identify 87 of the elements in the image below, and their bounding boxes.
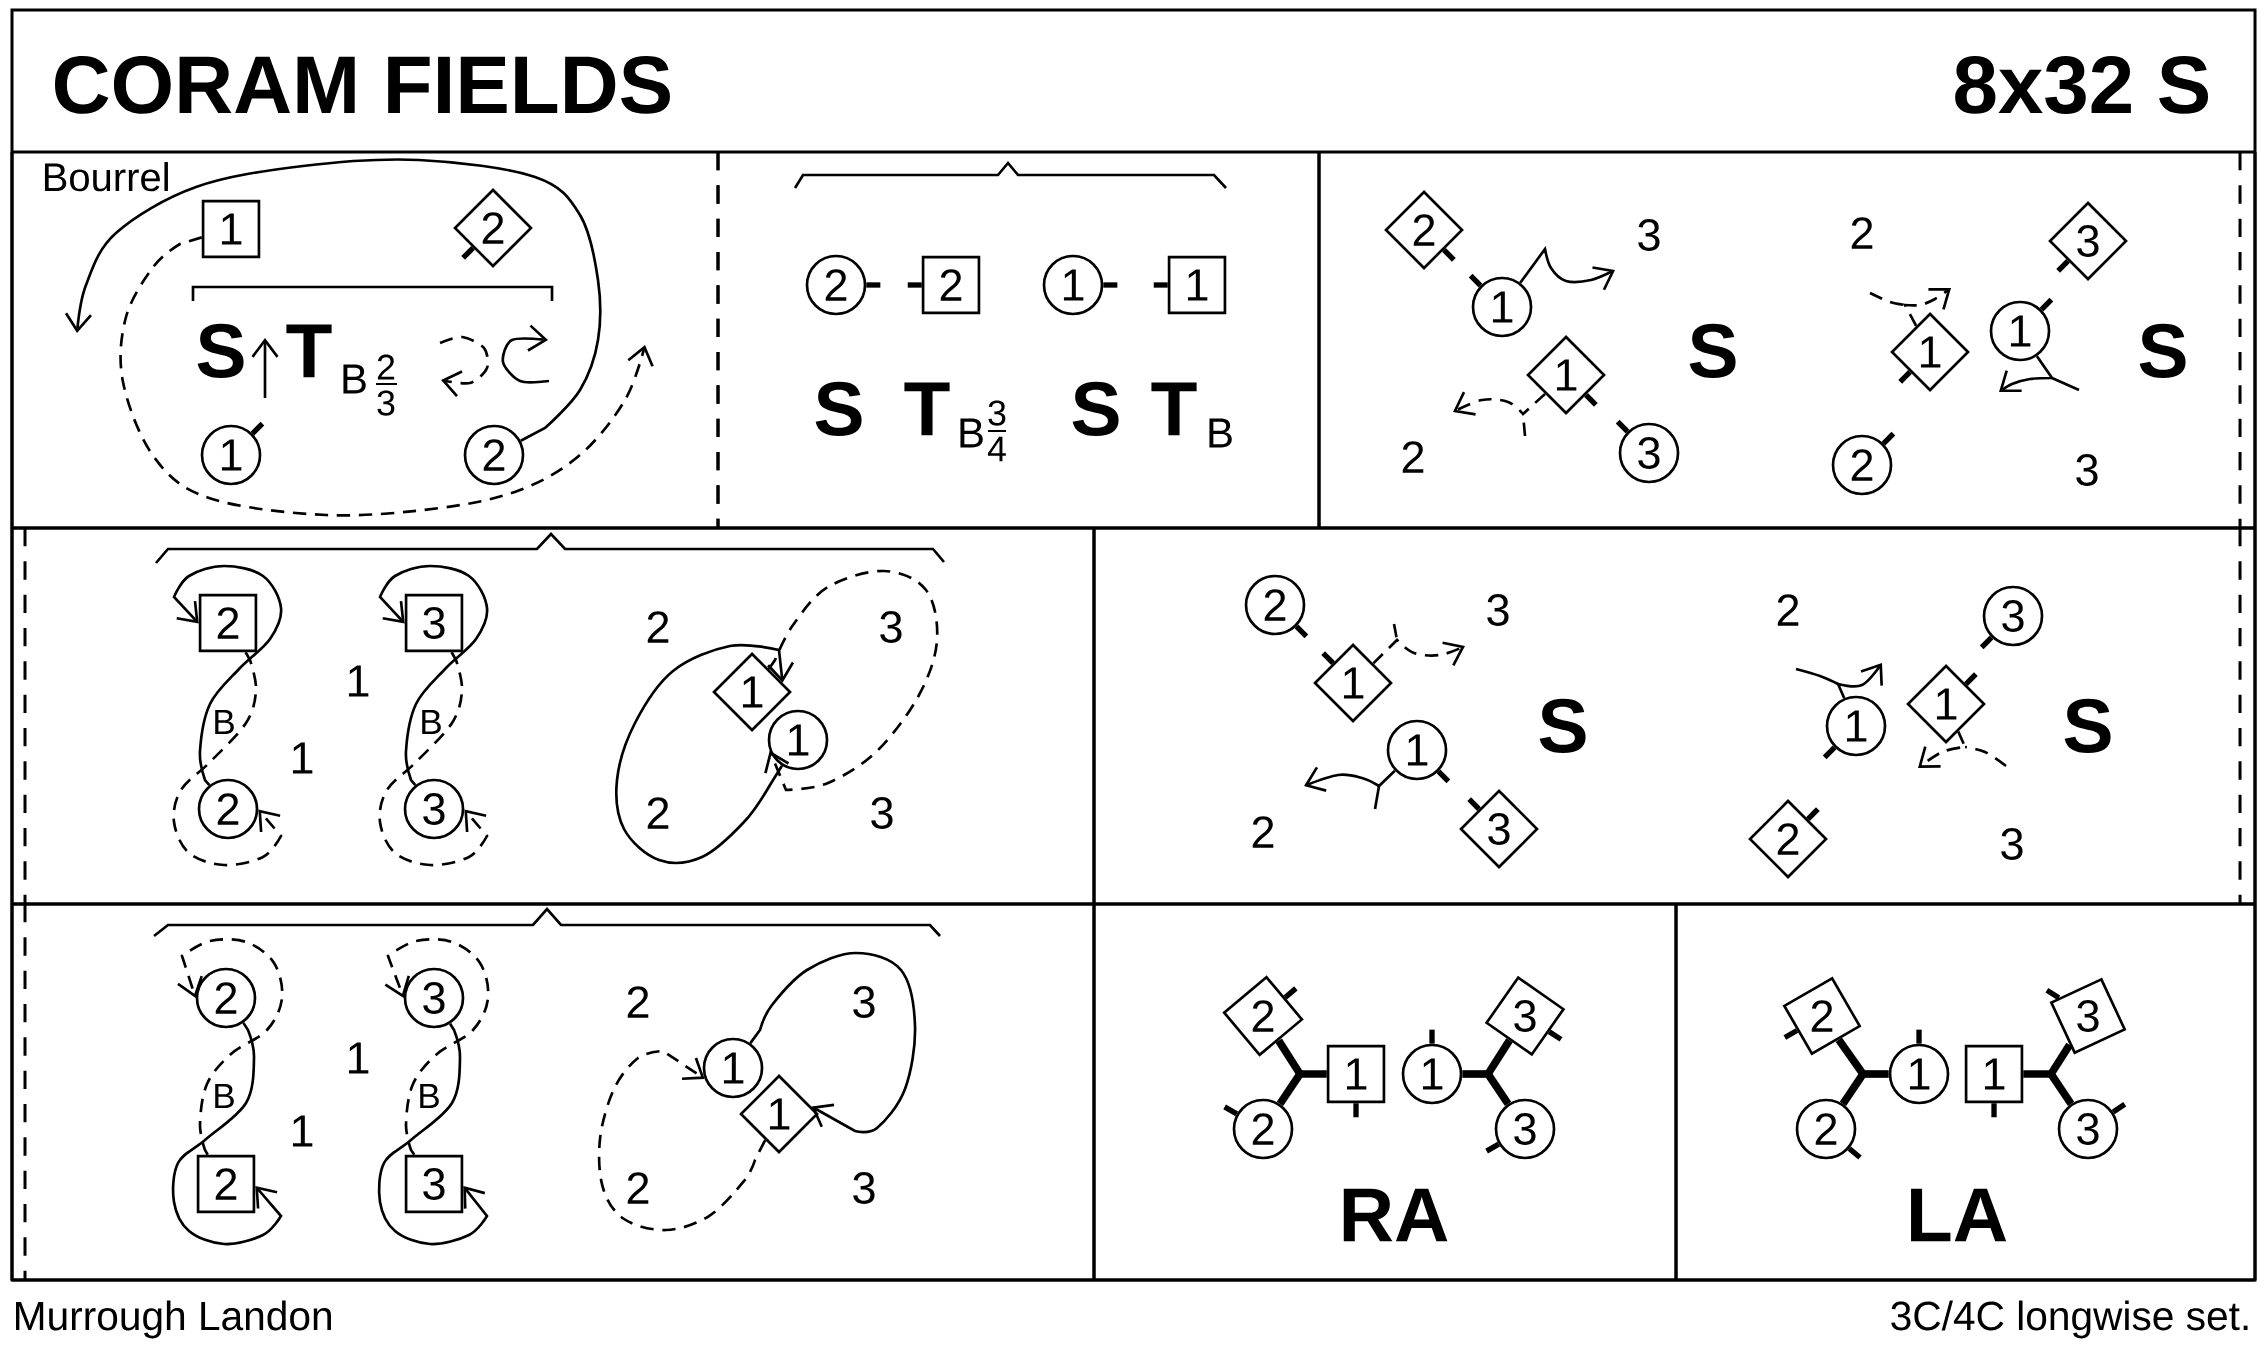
dancer-square: 3 xyxy=(404,1154,464,1214)
set-info: 3C/4C longwise set. xyxy=(1891,1300,2248,1339)
hand-line xyxy=(1275,1038,1304,1077)
hand-line xyxy=(1484,1071,1512,1106)
track-arrow xyxy=(615,643,795,865)
dancer-square: 3 xyxy=(404,593,464,653)
position-number: 2 xyxy=(627,1172,649,1204)
fraction-digit: 2 xyxy=(377,354,395,380)
dance-info: 8x32 S xyxy=(1955,55,2209,114)
track-arrow xyxy=(1519,247,1615,291)
track-arrow xyxy=(1903,288,1951,327)
track-arrow xyxy=(171,1022,283,1246)
track-arrow xyxy=(749,951,917,1134)
position-number: 1 xyxy=(292,1115,313,1147)
position-number: 2 xyxy=(1402,441,1424,473)
dancer-square: 1 xyxy=(1167,255,1227,315)
position-number: 1 xyxy=(292,742,313,774)
track-arrow xyxy=(1453,391,1546,416)
hand-line xyxy=(1484,1038,1513,1077)
position-number: 3 xyxy=(853,986,875,1018)
track-arrow xyxy=(177,937,284,1156)
position-number: 3 xyxy=(2001,828,2023,860)
track-arrow xyxy=(377,1023,489,1246)
step-letter: S xyxy=(815,381,862,437)
track-arrow xyxy=(1304,766,1396,792)
track-arrow xyxy=(1372,638,1465,666)
dancer-square: 2 xyxy=(198,593,258,653)
dancer-square: 2 xyxy=(196,1154,256,1214)
author-credit: Murrough Landon xyxy=(16,1300,331,1339)
track-arrow xyxy=(597,1049,767,1232)
subscript-letter: B xyxy=(343,364,366,394)
track-arrow xyxy=(1836,663,1883,699)
fraction-digit: 3 xyxy=(988,400,1006,426)
track-arrow xyxy=(172,651,283,867)
track-arrow xyxy=(172,564,283,786)
hand-line xyxy=(1276,1071,1304,1106)
step-letter: T xyxy=(1151,382,1197,436)
position-number: 3 xyxy=(880,611,902,643)
track-arrow xyxy=(764,569,939,792)
position-number: 2 xyxy=(647,611,669,643)
track-arrow xyxy=(384,937,490,1156)
position-number: 2 xyxy=(647,797,669,829)
dancer-square: 2 xyxy=(921,255,981,315)
path-letter: B xyxy=(215,1084,234,1109)
position-number: 2 xyxy=(1252,816,1274,848)
position-number: 1 xyxy=(348,665,369,697)
fraction-digit: 3 xyxy=(377,390,395,416)
track-arrow xyxy=(378,564,489,786)
track-arrow xyxy=(64,158,602,442)
hand-line xyxy=(2047,1042,2073,1077)
hand-line xyxy=(2047,1071,2075,1106)
path-letter: B xyxy=(215,710,234,735)
position-number: 3 xyxy=(1638,219,1660,251)
subscript-letter: B xyxy=(960,418,983,448)
track-arrow xyxy=(1999,355,2054,393)
dancer-square: 1 xyxy=(201,199,261,259)
position-number: 2 xyxy=(1851,217,1873,249)
fraction-digit: 4 xyxy=(987,436,1006,462)
step-letter: S xyxy=(2139,323,2186,379)
path-letter: B xyxy=(422,710,441,735)
dancer-square: 1 xyxy=(1964,1044,2024,1104)
step-letter: S xyxy=(1689,323,1736,379)
step-letter: S xyxy=(197,323,244,379)
step-letter: RA xyxy=(1343,1188,1448,1242)
step-letter: S xyxy=(1539,698,1586,754)
step-letter: T xyxy=(286,324,332,378)
path-letter: B xyxy=(420,1084,439,1109)
figure-name: Bourrel xyxy=(44,162,168,192)
track-arrow xyxy=(119,236,654,517)
hand-line xyxy=(1835,1037,1867,1077)
hand-line xyxy=(1839,1071,1867,1106)
position-number: 1 xyxy=(348,1042,369,1074)
step-letter: T xyxy=(904,382,950,436)
position-number: 3 xyxy=(853,1172,875,1204)
position-number: 3 xyxy=(2076,454,2098,486)
track-arrow xyxy=(1918,731,1967,768)
dancer-square: 1 xyxy=(1326,1044,1386,1104)
track-arrow xyxy=(378,651,489,867)
title: CORAM FIELDS xyxy=(55,55,670,114)
step-letter: S xyxy=(1072,381,1119,437)
step-letter: LA xyxy=(1911,1188,2007,1242)
subscript-letter: B xyxy=(1209,418,1232,448)
position-number: 2 xyxy=(1777,594,1799,626)
position-number: 3 xyxy=(871,797,893,829)
position-number: 3 xyxy=(1487,594,1509,626)
step-letter: S xyxy=(2064,698,2111,754)
position-number: 2 xyxy=(627,986,649,1018)
